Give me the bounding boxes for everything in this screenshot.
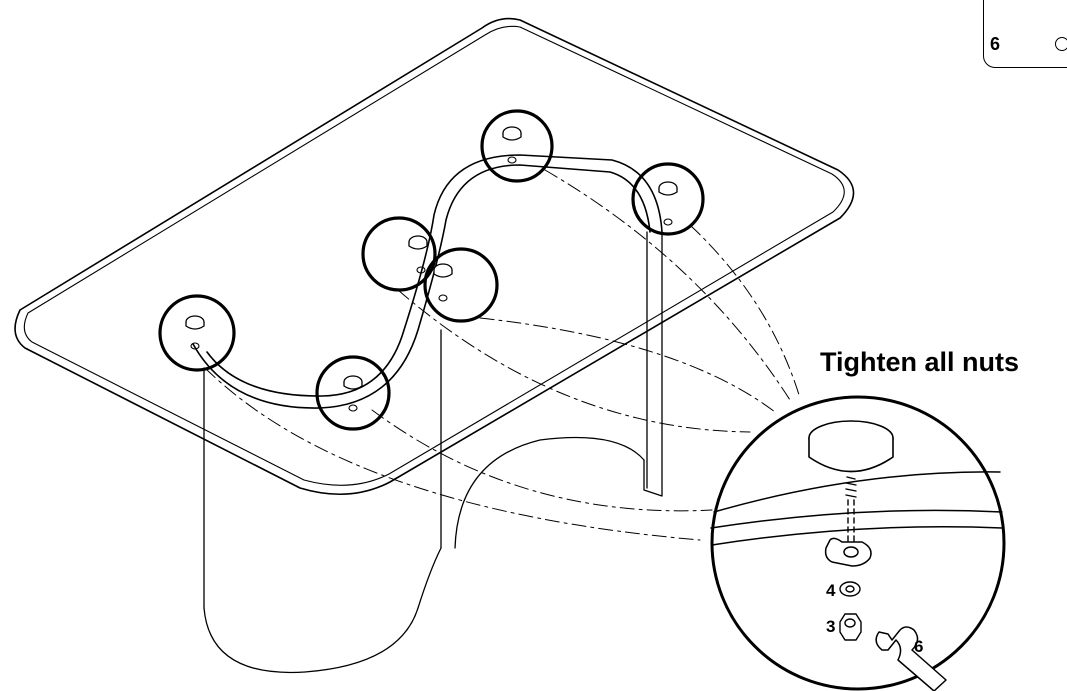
detail-magnifier <box>710 395 1006 691</box>
left-cylinder-base <box>203 329 442 674</box>
part-reference-circle <box>1055 37 1067 51</box>
bolt-holes <box>190 156 673 412</box>
instruction-heading: Tighten all nuts <box>820 347 1020 377</box>
step-number: 6 <box>990 34 1001 54</box>
bumper-pads <box>185 126 678 390</box>
highlight-circles <box>158 109 705 431</box>
washer-label: 4 <box>826 581 836 600</box>
leader-lines <box>204 169 801 541</box>
wrench-label: 6 <box>914 637 923 656</box>
glass-tabletop-outer <box>14 17 855 496</box>
s-shaped-frame <box>192 154 663 409</box>
detail-pad <box>808 420 894 473</box>
bracket-tab <box>824 537 872 567</box>
wrench-icon <box>875 626 947 691</box>
glass-tabletop-inner <box>23 25 845 486</box>
step-panel <box>983 0 1067 68</box>
right-arch-base <box>454 231 663 549</box>
washer <box>839 581 861 597</box>
hex-nut <box>839 613 862 641</box>
nut-label: 3 <box>826 617 835 636</box>
